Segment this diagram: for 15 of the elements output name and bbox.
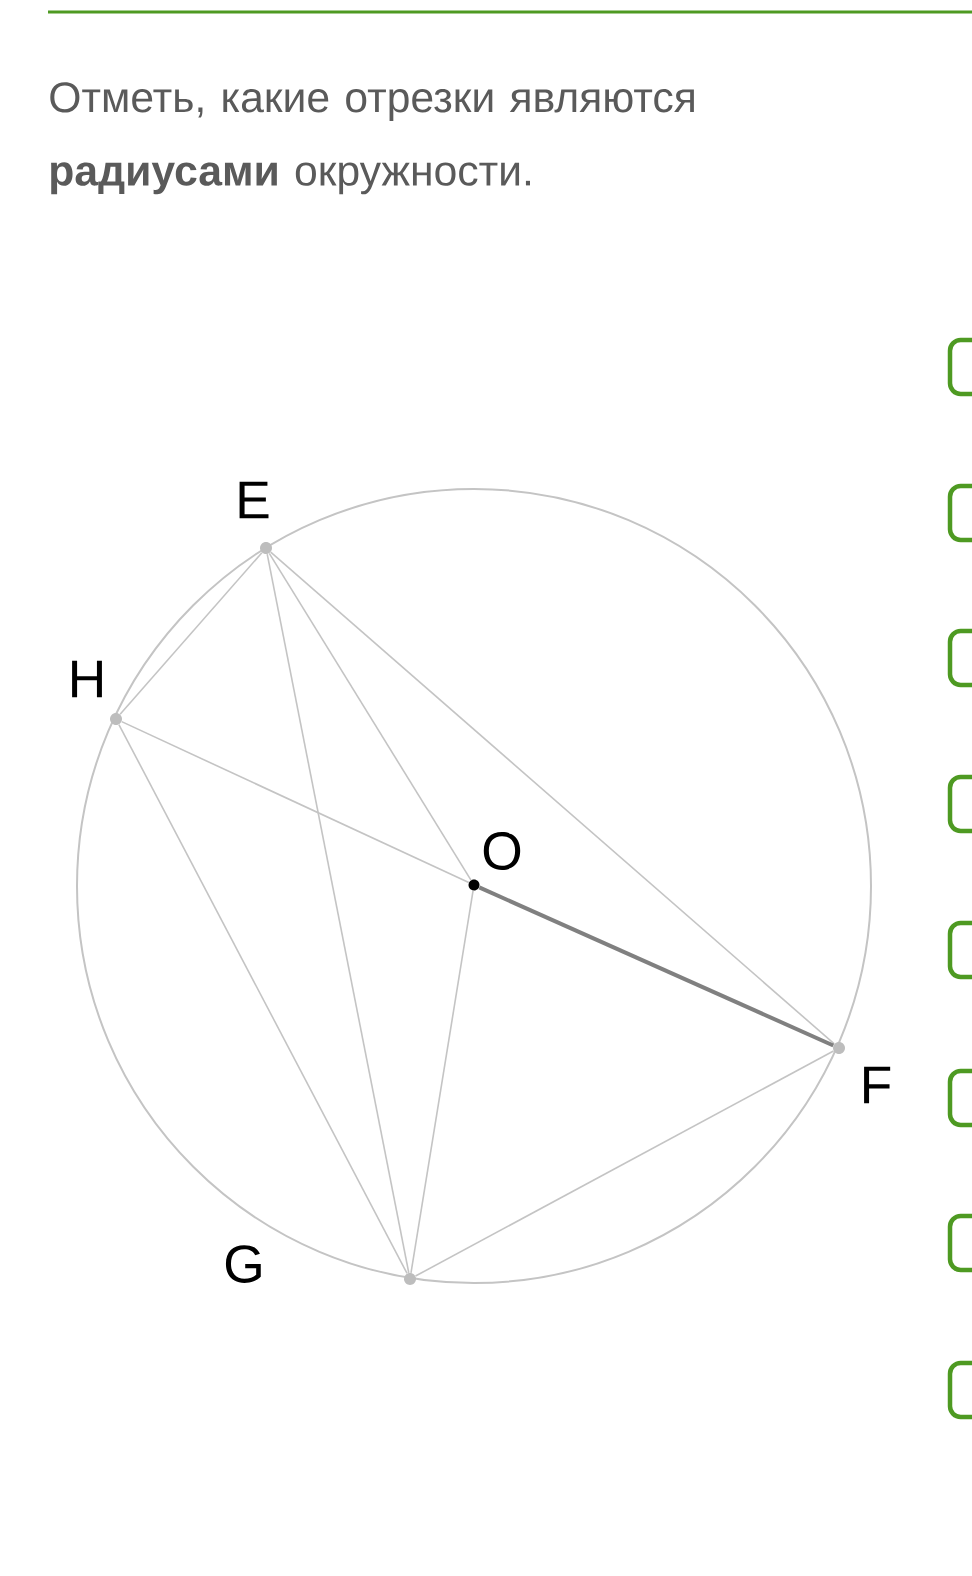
point-label: O	[483, 832, 521, 870]
segment	[414, 1050, 835, 1277]
segment	[268, 552, 472, 881]
segment	[118, 723, 408, 1275]
segment	[266, 553, 410, 1274]
segment	[269, 551, 836, 1045]
point-label: F	[864, 1066, 891, 1104]
point-label: E	[239, 481, 269, 519]
segment	[478, 885, 835, 1048]
segment	[120, 720, 470, 884]
segment	[119, 551, 263, 716]
question-text: Отметь, какие отрезки являются радиусами окружности.	[50, 82, 694, 195]
point-label: G	[225, 1245, 261, 1283]
segment	[410, 889, 474, 1274]
point-label: H	[72, 660, 102, 698]
